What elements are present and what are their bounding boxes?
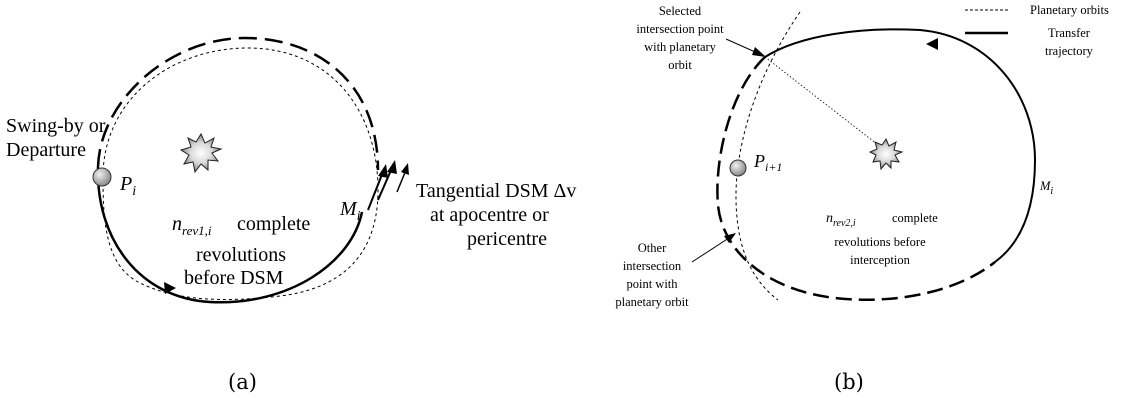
other-note-line4: planetary orbit bbox=[615, 295, 689, 309]
revolutions-count-a: nrev1,i bbox=[172, 213, 212, 238]
arrow-icon bbox=[387, 160, 397, 174]
dsm-arrows bbox=[367, 160, 409, 211]
selected-note-line4: orbit bbox=[668, 58, 692, 72]
legend-transfer-label-2: trajectory bbox=[1045, 44, 1094, 58]
dsm-note-line2: at apocentre or bbox=[430, 204, 549, 226]
planetary-orbit-a bbox=[102, 47, 379, 301]
sun-line bbox=[764, 56, 883, 149]
panel-b: Planetary orbits Transfer trajectory Sel… bbox=[615, 3, 1109, 394]
revolutions-line1-a: complete bbox=[237, 213, 310, 235]
revolutions-count-b: nrev2,i bbox=[826, 211, 856, 229]
arrow-icon bbox=[164, 282, 176, 294]
revolutions-line1-b: complete bbox=[892, 211, 938, 225]
other-note-line3: point with bbox=[626, 277, 678, 291]
dsm-note-line1: Tangential DSM Δv bbox=[416, 180, 576, 202]
planet-icon bbox=[729, 159, 747, 177]
transfer-trajectory-dashed-a bbox=[96, 36, 380, 171]
other-note-line2: intersection bbox=[623, 259, 682, 273]
arrow-icon bbox=[724, 233, 736, 243]
revolutions-line3-a: before DSM bbox=[184, 267, 284, 289]
selected-note-line3: with planetary bbox=[644, 40, 717, 54]
swingby-label-line1: Swing-by or bbox=[6, 115, 106, 137]
arrow-icon bbox=[926, 38, 938, 50]
sun-icon bbox=[179, 132, 223, 174]
arrow-icon bbox=[752, 47, 766, 57]
transfer-trajectory-dashed-b bbox=[716, 56, 996, 301]
selected-note-line1: Selected bbox=[659, 4, 702, 18]
panel-a: Swing-by or Departure Pi Mi nrev1,i comp… bbox=[6, 36, 576, 394]
dsm-note-line3: pericentre bbox=[467, 228, 547, 250]
legend: Planetary orbits Transfer trajectory bbox=[965, 3, 1109, 58]
dsm-point-label-b: Mi bbox=[1039, 179, 1053, 197]
arrow-icon bbox=[378, 164, 388, 178]
other-callout-line bbox=[691, 235, 733, 263]
planet-label-b: Pi+1 bbox=[753, 151, 782, 174]
planet-label-a: Pi bbox=[119, 173, 136, 199]
revolutions-line3-b: interception bbox=[850, 253, 910, 267]
revolutions-line2-b: revolutions before bbox=[834, 235, 926, 249]
swingby-label-line2: Departure bbox=[6, 139, 86, 161]
caption-a: (a) bbox=[228, 370, 257, 394]
other-note-line1: Other bbox=[638, 241, 667, 255]
transfer-trajectory-solid-b bbox=[764, 28, 1037, 263]
revolutions-line2-a: revolutions bbox=[196, 244, 286, 266]
planet-icon bbox=[92, 167, 112, 187]
transfer-trajectory-solid-a bbox=[96, 166, 364, 304]
dsm-point-label-a: Mi bbox=[339, 198, 361, 224]
arrow-icon bbox=[401, 163, 409, 175]
planetary-orbit-b bbox=[735, 11, 801, 301]
legend-transfer-label-1: Transfer bbox=[1048, 26, 1091, 40]
selected-note-line2: intersection point bbox=[636, 22, 724, 36]
caption-b: (b) bbox=[834, 370, 864, 394]
legend-planetary-label: Planetary orbits bbox=[1030, 3, 1109, 17]
sun-icon bbox=[868, 137, 904, 171]
